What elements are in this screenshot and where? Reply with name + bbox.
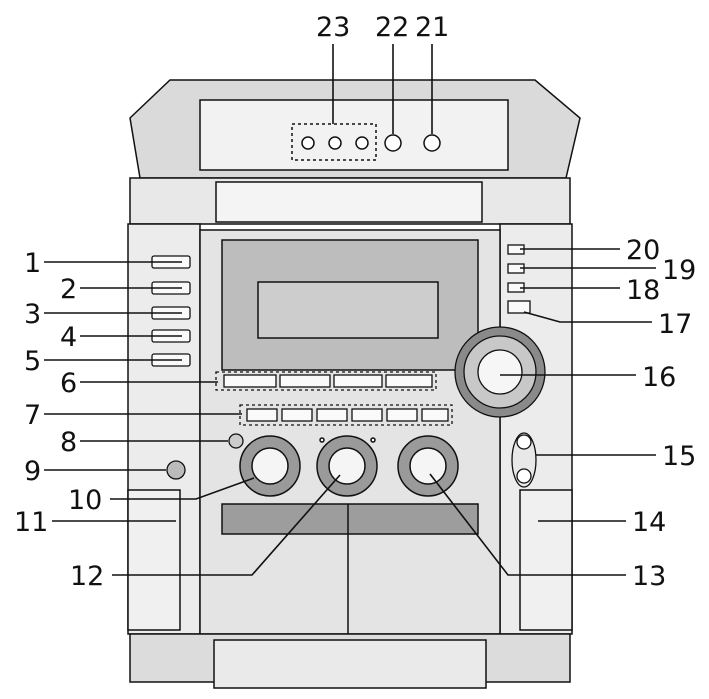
row7-button-6 (421, 408, 449, 422)
row7-button-3 (316, 408, 348, 422)
top-jack-2 (328, 136, 342, 150)
top-deck-inner-panel (199, 99, 509, 171)
row7-button-5 (386, 408, 418, 422)
callout-4: 4 (60, 322, 77, 353)
right-controls (454, 244, 546, 488)
leader-lines (44, 44, 656, 576)
right-lower-panel (519, 489, 573, 631)
row6-button-2 (279, 374, 331, 388)
top-deck (129, 79, 581, 225)
callout-23: 23 (316, 12, 350, 43)
row6-button-3 (333, 374, 383, 388)
callout-2: 2 (60, 274, 77, 305)
callout-12: 12 (70, 561, 104, 592)
leader-12 (112, 474, 341, 576)
row7-button-4 (351, 408, 383, 422)
callout-14: 14 (632, 507, 666, 538)
callout-18: 18 (626, 275, 660, 306)
main-body (127, 223, 573, 689)
button-8 (228, 433, 244, 449)
jog-dial-center (477, 349, 523, 395)
callout-labels: 1 2 3 4 5 6 7 8 9 10 11 12 13 14 15 16 1… (14, 12, 696, 592)
callout-21: 21 (415, 12, 449, 43)
knobs (239, 435, 459, 497)
button-17 (507, 300, 531, 314)
knob-12-dot-right (370, 437, 376, 443)
bottom-base-inner (213, 639, 487, 689)
callout-16: 16 (642, 362, 676, 393)
jack-9 (166, 460, 186, 480)
top-jack-1 (301, 136, 315, 150)
callout-9: 9 (24, 456, 41, 487)
callout-20: 20 (626, 235, 660, 266)
callout-17: 17 (658, 309, 692, 340)
row6-button-1 (223, 374, 277, 388)
left-lower-panel (127, 489, 181, 631)
knob-13-inner (409, 447, 447, 485)
knob-12-dot-left (319, 437, 325, 443)
top-jack-3 (355, 136, 369, 150)
callout-3: 3 (24, 299, 41, 330)
row7-button-2 (281, 408, 313, 422)
leader-13 (429, 473, 626, 576)
knob-10-inner (251, 447, 289, 485)
row6-group-box (215, 371, 437, 391)
top-jack-22 (384, 134, 402, 152)
row6-button-4 (385, 374, 433, 388)
jack-15-top (516, 434, 532, 450)
knob-12-inner (328, 447, 366, 485)
callout-22: 22 (375, 12, 409, 43)
tape-deck-slot (221, 503, 479, 535)
top-jack-21 (423, 134, 441, 152)
top-deck-front-inner (215, 181, 483, 223)
callout-19: 19 (662, 255, 696, 286)
callout-7: 7 (24, 400, 41, 431)
callout-8: 8 (60, 427, 77, 458)
callout-11: 11 (14, 507, 48, 538)
leader-17 (523, 311, 652, 323)
callout-6: 6 (60, 368, 77, 399)
callout-15: 15 (662, 441, 696, 472)
row7-group-box (239, 404, 453, 426)
callout-1: 1 (24, 248, 41, 279)
callout-10: 10 (68, 485, 102, 516)
callout-13: 13 (632, 561, 666, 592)
display-window (257, 281, 439, 339)
row7-button-1 (246, 408, 278, 422)
callout-5: 5 (24, 346, 41, 377)
leader-10 (110, 477, 255, 500)
top-jack-group-box (291, 123, 377, 161)
display-buttons (215, 371, 453, 449)
jack-15-bottom (516, 468, 532, 484)
